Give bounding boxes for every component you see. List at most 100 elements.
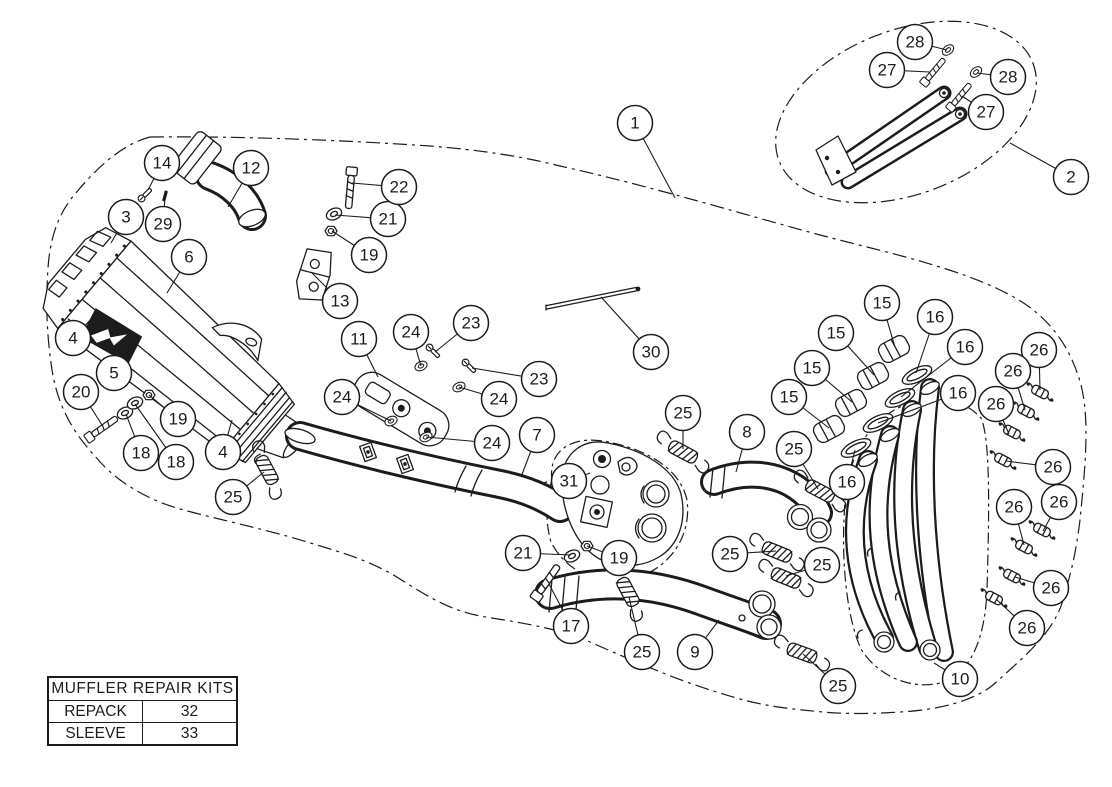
callout-27[interactable]: 27 bbox=[967, 93, 1005, 131]
nut-part bbox=[324, 225, 338, 237]
callout-24[interactable]: 24 bbox=[473, 424, 511, 462]
pin-part bbox=[162, 190, 168, 202]
callout-16[interactable]: 16 bbox=[828, 463, 866, 501]
svg-text:8: 8 bbox=[742, 423, 751, 442]
callout-4[interactable]: 4 bbox=[54, 319, 92, 357]
callout-31[interactable]: 31 bbox=[550, 462, 588, 500]
callout-26[interactable]: 26 bbox=[1034, 448, 1072, 486]
svg-text:26: 26 bbox=[1004, 362, 1023, 381]
callout-17[interactable]: 17 bbox=[552, 607, 590, 645]
bolt-part bbox=[529, 564, 561, 603]
svg-text:25: 25 bbox=[785, 440, 804, 459]
callout-16[interactable]: 16 bbox=[939, 374, 977, 412]
callout-16[interactable]: 16 bbox=[916, 298, 954, 336]
svg-text:15: 15 bbox=[780, 388, 799, 407]
callout-22[interactable]: 22 bbox=[380, 168, 418, 206]
callout-18[interactable]: 18 bbox=[157, 443, 195, 481]
callout-4[interactable]: 4 bbox=[204, 433, 242, 471]
callout-24[interactable]: 24 bbox=[480, 380, 518, 418]
svg-text:11: 11 bbox=[350, 330, 368, 349]
gasket-part bbox=[840, 438, 872, 458]
callout-26[interactable]: 26 bbox=[1020, 331, 1058, 369]
callout-26[interactable]: 26 bbox=[1032, 569, 1070, 607]
callout-16[interactable]: 16 bbox=[946, 328, 984, 366]
svg-text:4: 4 bbox=[218, 443, 227, 462]
svg-text:26: 26 bbox=[987, 395, 1006, 414]
callout-15[interactable]: 15 bbox=[770, 378, 808, 416]
callout-26[interactable]: 26 bbox=[977, 385, 1015, 423]
callout-26[interactable]: 26 bbox=[1008, 609, 1046, 647]
callout-25[interactable]: 25 bbox=[623, 633, 661, 671]
callout-26[interactable]: 26 bbox=[1040, 483, 1078, 521]
svg-text:25: 25 bbox=[829, 677, 848, 696]
callout-19[interactable]: 19 bbox=[600, 539, 638, 577]
muffler-bracket-tab bbox=[211, 322, 263, 362]
callout-25[interactable]: 25 bbox=[775, 430, 813, 468]
callout-1[interactable]: 1 bbox=[616, 104, 654, 142]
callout-15[interactable]: 15 bbox=[793, 349, 831, 387]
gasket-part bbox=[884, 388, 916, 408]
callout-7[interactable]: 7 bbox=[518, 416, 556, 454]
callout-24[interactable]: 24 bbox=[323, 378, 361, 416]
valve-part bbox=[998, 566, 1026, 586]
callout-18[interactable]: 18 bbox=[122, 434, 160, 472]
clamp-part bbox=[834, 388, 868, 418]
callout-8[interactable]: 8 bbox=[728, 413, 766, 451]
callout-19[interactable]: 19 bbox=[350, 236, 388, 274]
callout-30[interactable]: 30 bbox=[632, 333, 670, 371]
callout-26[interactable]: 26 bbox=[994, 352, 1032, 390]
svg-text:25: 25 bbox=[721, 545, 740, 564]
valve-rod bbox=[545, 286, 641, 311]
secondary-collector bbox=[534, 568, 782, 640]
callout-13[interactable]: 13 bbox=[321, 282, 359, 320]
svg-text:21: 21 bbox=[514, 544, 533, 563]
kit-name: REPACK bbox=[49, 701, 143, 722]
callout-27[interactable]: 27 bbox=[868, 51, 906, 89]
callout-5[interactable]: 5 bbox=[95, 354, 133, 392]
svg-text:19: 19 bbox=[610, 549, 629, 568]
callout-14[interactable]: 14 bbox=[143, 144, 181, 182]
svg-text:22: 22 bbox=[390, 178, 409, 197]
valve-part bbox=[989, 450, 1017, 470]
callout-15[interactable]: 15 bbox=[863, 284, 901, 322]
callout-24[interactable]: 24 bbox=[392, 313, 430, 351]
callout-15[interactable]: 15 bbox=[817, 314, 855, 352]
svg-text:26: 26 bbox=[1018, 619, 1037, 638]
callout-6[interactable]: 6 bbox=[170, 238, 208, 276]
callout-10[interactable]: 10 bbox=[941, 660, 979, 698]
svg-text:15: 15 bbox=[803, 359, 822, 378]
callout-28[interactable]: 28 bbox=[896, 23, 934, 61]
callout-23[interactable]: 23 bbox=[520, 360, 558, 398]
callout-9[interactable]: 9 bbox=[676, 633, 714, 671]
callout-3[interactable]: 3 bbox=[107, 198, 145, 236]
callout-25[interactable]: 25 bbox=[664, 394, 702, 432]
callout-25[interactable]: 25 bbox=[711, 535, 749, 573]
collector-valve-assembly bbox=[561, 441, 684, 567]
svg-text:19: 19 bbox=[360, 246, 379, 265]
callout-20[interactable]: 20 bbox=[62, 373, 100, 411]
callout-2[interactable]: 2 bbox=[1052, 158, 1090, 196]
callout-26[interactable]: 26 bbox=[995, 488, 1033, 526]
callout-12[interactable]: 12 bbox=[232, 149, 270, 187]
callout-25[interactable]: 25 bbox=[803, 546, 841, 584]
callout-29[interactable]: 29 bbox=[144, 205, 182, 243]
callout-23[interactable]: 23 bbox=[452, 304, 490, 342]
spring-part bbox=[793, 469, 847, 513]
callout-21[interactable]: 21 bbox=[504, 534, 542, 572]
link-pipe bbox=[284, 421, 575, 523]
svg-text:18: 18 bbox=[167, 453, 186, 472]
screw-part bbox=[425, 343, 441, 359]
end-cap-elbow-pipe bbox=[171, 131, 267, 231]
callout-19[interactable]: 19 bbox=[159, 400, 197, 438]
callout-25[interactable]: 25 bbox=[819, 667, 857, 705]
callout-21[interactable]: 21 bbox=[369, 200, 407, 238]
callout-28[interactable]: 28 bbox=[989, 58, 1027, 96]
svg-text:20: 20 bbox=[72, 383, 91, 402]
callout-11[interactable]: 11 bbox=[340, 320, 378, 358]
svg-text:27: 27 bbox=[878, 61, 897, 80]
svg-text:30: 30 bbox=[642, 343, 661, 362]
svg-text:23: 23 bbox=[530, 370, 549, 389]
callout-25[interactable]: 25 bbox=[214, 478, 252, 516]
washer-part bbox=[325, 207, 343, 221]
valve-part bbox=[1028, 520, 1056, 540]
